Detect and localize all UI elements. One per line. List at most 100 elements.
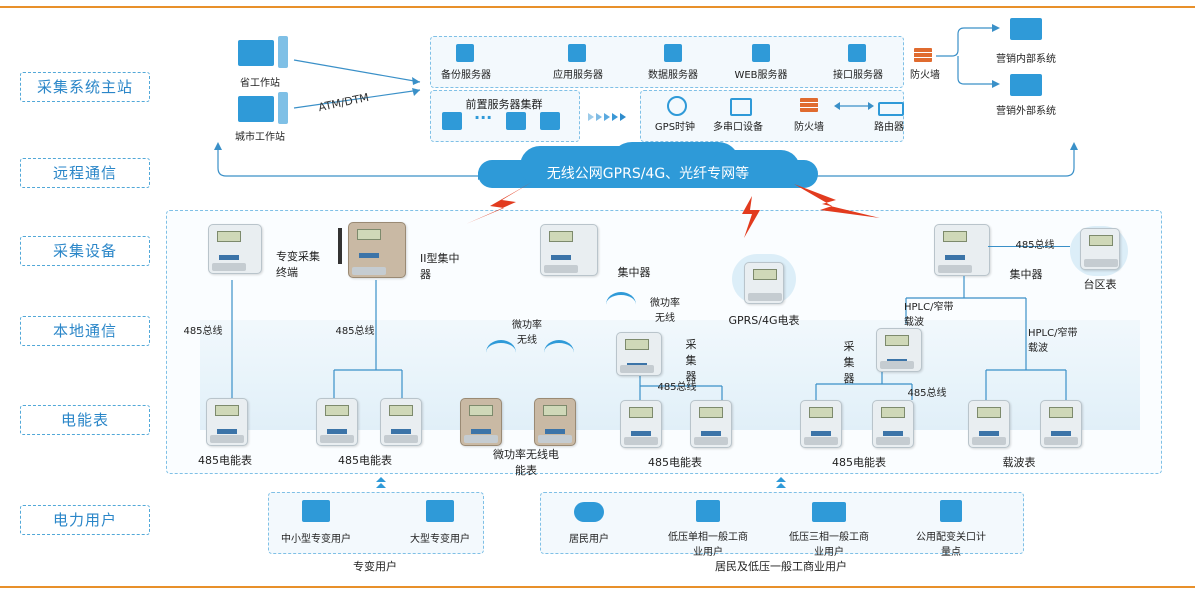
server-icon [664,44,682,62]
bus-485-label: 485总线 [335,326,375,337]
server-label: WEB服务器 [734,70,788,81]
collector-right-icon [876,328,922,372]
antenna-icon [338,228,342,264]
computer-icon [238,96,274,122]
server-rack-icon [540,112,560,130]
concentrator-ii-icon [348,222,406,278]
user-label: 低压单相一般工商业用户 [668,532,748,558]
collector-label: 采集器 [843,340,855,385]
area-meter-label: 台区表 [1083,278,1117,291]
lightning-bolts [466,182,880,238]
gprs-meter-icon [744,262,784,304]
flow-arrows [588,113,626,121]
server-icon [456,44,474,62]
meter-icon [316,398,358,446]
factory-icon [812,502,846,522]
server-rack-icon [506,112,526,130]
clock-icon [667,96,687,116]
user-label: 大型专变用户 [410,534,470,545]
workstation-label: 城市工作站 [235,132,285,143]
bus-485-label: 485总线 [1015,240,1055,251]
bus-485-label: 485总线 [907,388,947,399]
network-label: 无线公网GPRS/4G、光纤专网等 [546,166,750,182]
transformer-icon [426,500,454,522]
up-arrow-icon [376,477,386,488]
server-rack-icon [442,112,462,130]
terminal-label: 专变采集终端 [276,250,320,279]
system-links [936,24,1000,88]
monitor-icon [1010,18,1042,40]
meter-group-label: 微功率无线电能表 [493,448,559,477]
layer-power-users: 电力用户 [20,505,150,535]
concentrator-mid-label: 集中器 [617,266,651,279]
server-label: 接口服务器 [833,70,883,81]
wifi-icon [544,340,574,365]
meter-group-label: 485电能表 [198,454,252,467]
user-label: 中小型专变用户 [281,534,351,545]
firewall-icon [914,48,932,62]
bus-485-label: 485总线 [183,326,223,337]
local-wiring [231,276,1067,400]
serial-port-icon [730,98,752,116]
meter-group-label: 485电能表 [338,454,392,467]
firewall-label: 防火墙 [910,70,940,81]
cloud-links [214,142,1078,180]
top-rule [0,6,1195,8]
meter-icon [800,400,842,448]
device-label: 防火墙 [794,122,824,133]
meter-icon [968,400,1010,448]
hplc-label: HPLC/窄带载波 [904,302,954,328]
workstation-links [293,59,421,109]
group-title: 居民及低压一般工商业用户 [715,560,847,573]
meter-point-icon [940,500,962,522]
wifi-icon [486,340,516,365]
server-label: 应用服务器 [553,70,603,81]
system-label: 营销内部系统 [996,54,1056,65]
meter-icon [1040,400,1082,448]
tower-icon [278,36,288,68]
cluster-title: 前置服务器集群 [465,98,543,111]
user-label: 低压三相一般工商业用户 [789,532,869,558]
user-label: 公用配变关口计量点 [916,532,986,558]
area-meter-icon [1080,228,1120,270]
device-label: GPS时钟 [654,122,696,133]
up-arrow-icon [776,477,786,488]
layer-collection-device: 采集设备 [20,236,150,266]
meter-icon [690,400,732,448]
meter-icon [872,400,914,448]
concentrator-mid-icon [540,224,598,276]
bus-485-label: 485总线 [657,382,697,393]
meter-group-label: 载波表 [1002,456,1036,469]
server-label: 数据服务器 [648,70,698,81]
layer-remote-comm: 远程通信 [20,158,150,188]
monitor-icon [1010,74,1042,96]
server-icon [848,44,866,62]
bidirectional-arrow [834,102,874,110]
concentrator-right-icon [934,224,990,276]
concentrator-right-label: 集中器 [1009,268,1043,281]
terminal-meter-icon [208,224,262,274]
meter-icon [380,398,422,446]
transformer-icon [302,500,330,522]
collector-mid-icon [616,332,662,376]
server-icon [568,44,586,62]
meter-group-label: 485电能表 [832,456,886,469]
group-title: 专变用户 [353,560,397,573]
bottom-rule [0,586,1195,588]
user-label: 居民用户 [569,534,609,545]
wireless-label: 微功率无线 [512,320,542,346]
wifi-icon [606,292,636,317]
meter-group-label: 485电能表 [648,456,702,469]
hplc-label: HPLC/窄带载波 [1028,328,1078,354]
wireless-meter-icon [534,398,576,446]
layer-energy-meter: 电能表 [20,405,150,435]
meter-icon [620,400,662,448]
workstation-label: 省工作站 [240,78,280,89]
cluster-ellipsis: ··· [474,108,493,127]
gprs-meter-label: GPRS/4G电表 [728,314,800,327]
server-label: 备份服务器 [441,70,491,81]
device-label: 多串口设备 [713,122,763,133]
device-label: 路由器 [874,122,904,133]
tower-icon [278,92,288,124]
layer-master-station: 采集系统主站 [20,72,150,102]
